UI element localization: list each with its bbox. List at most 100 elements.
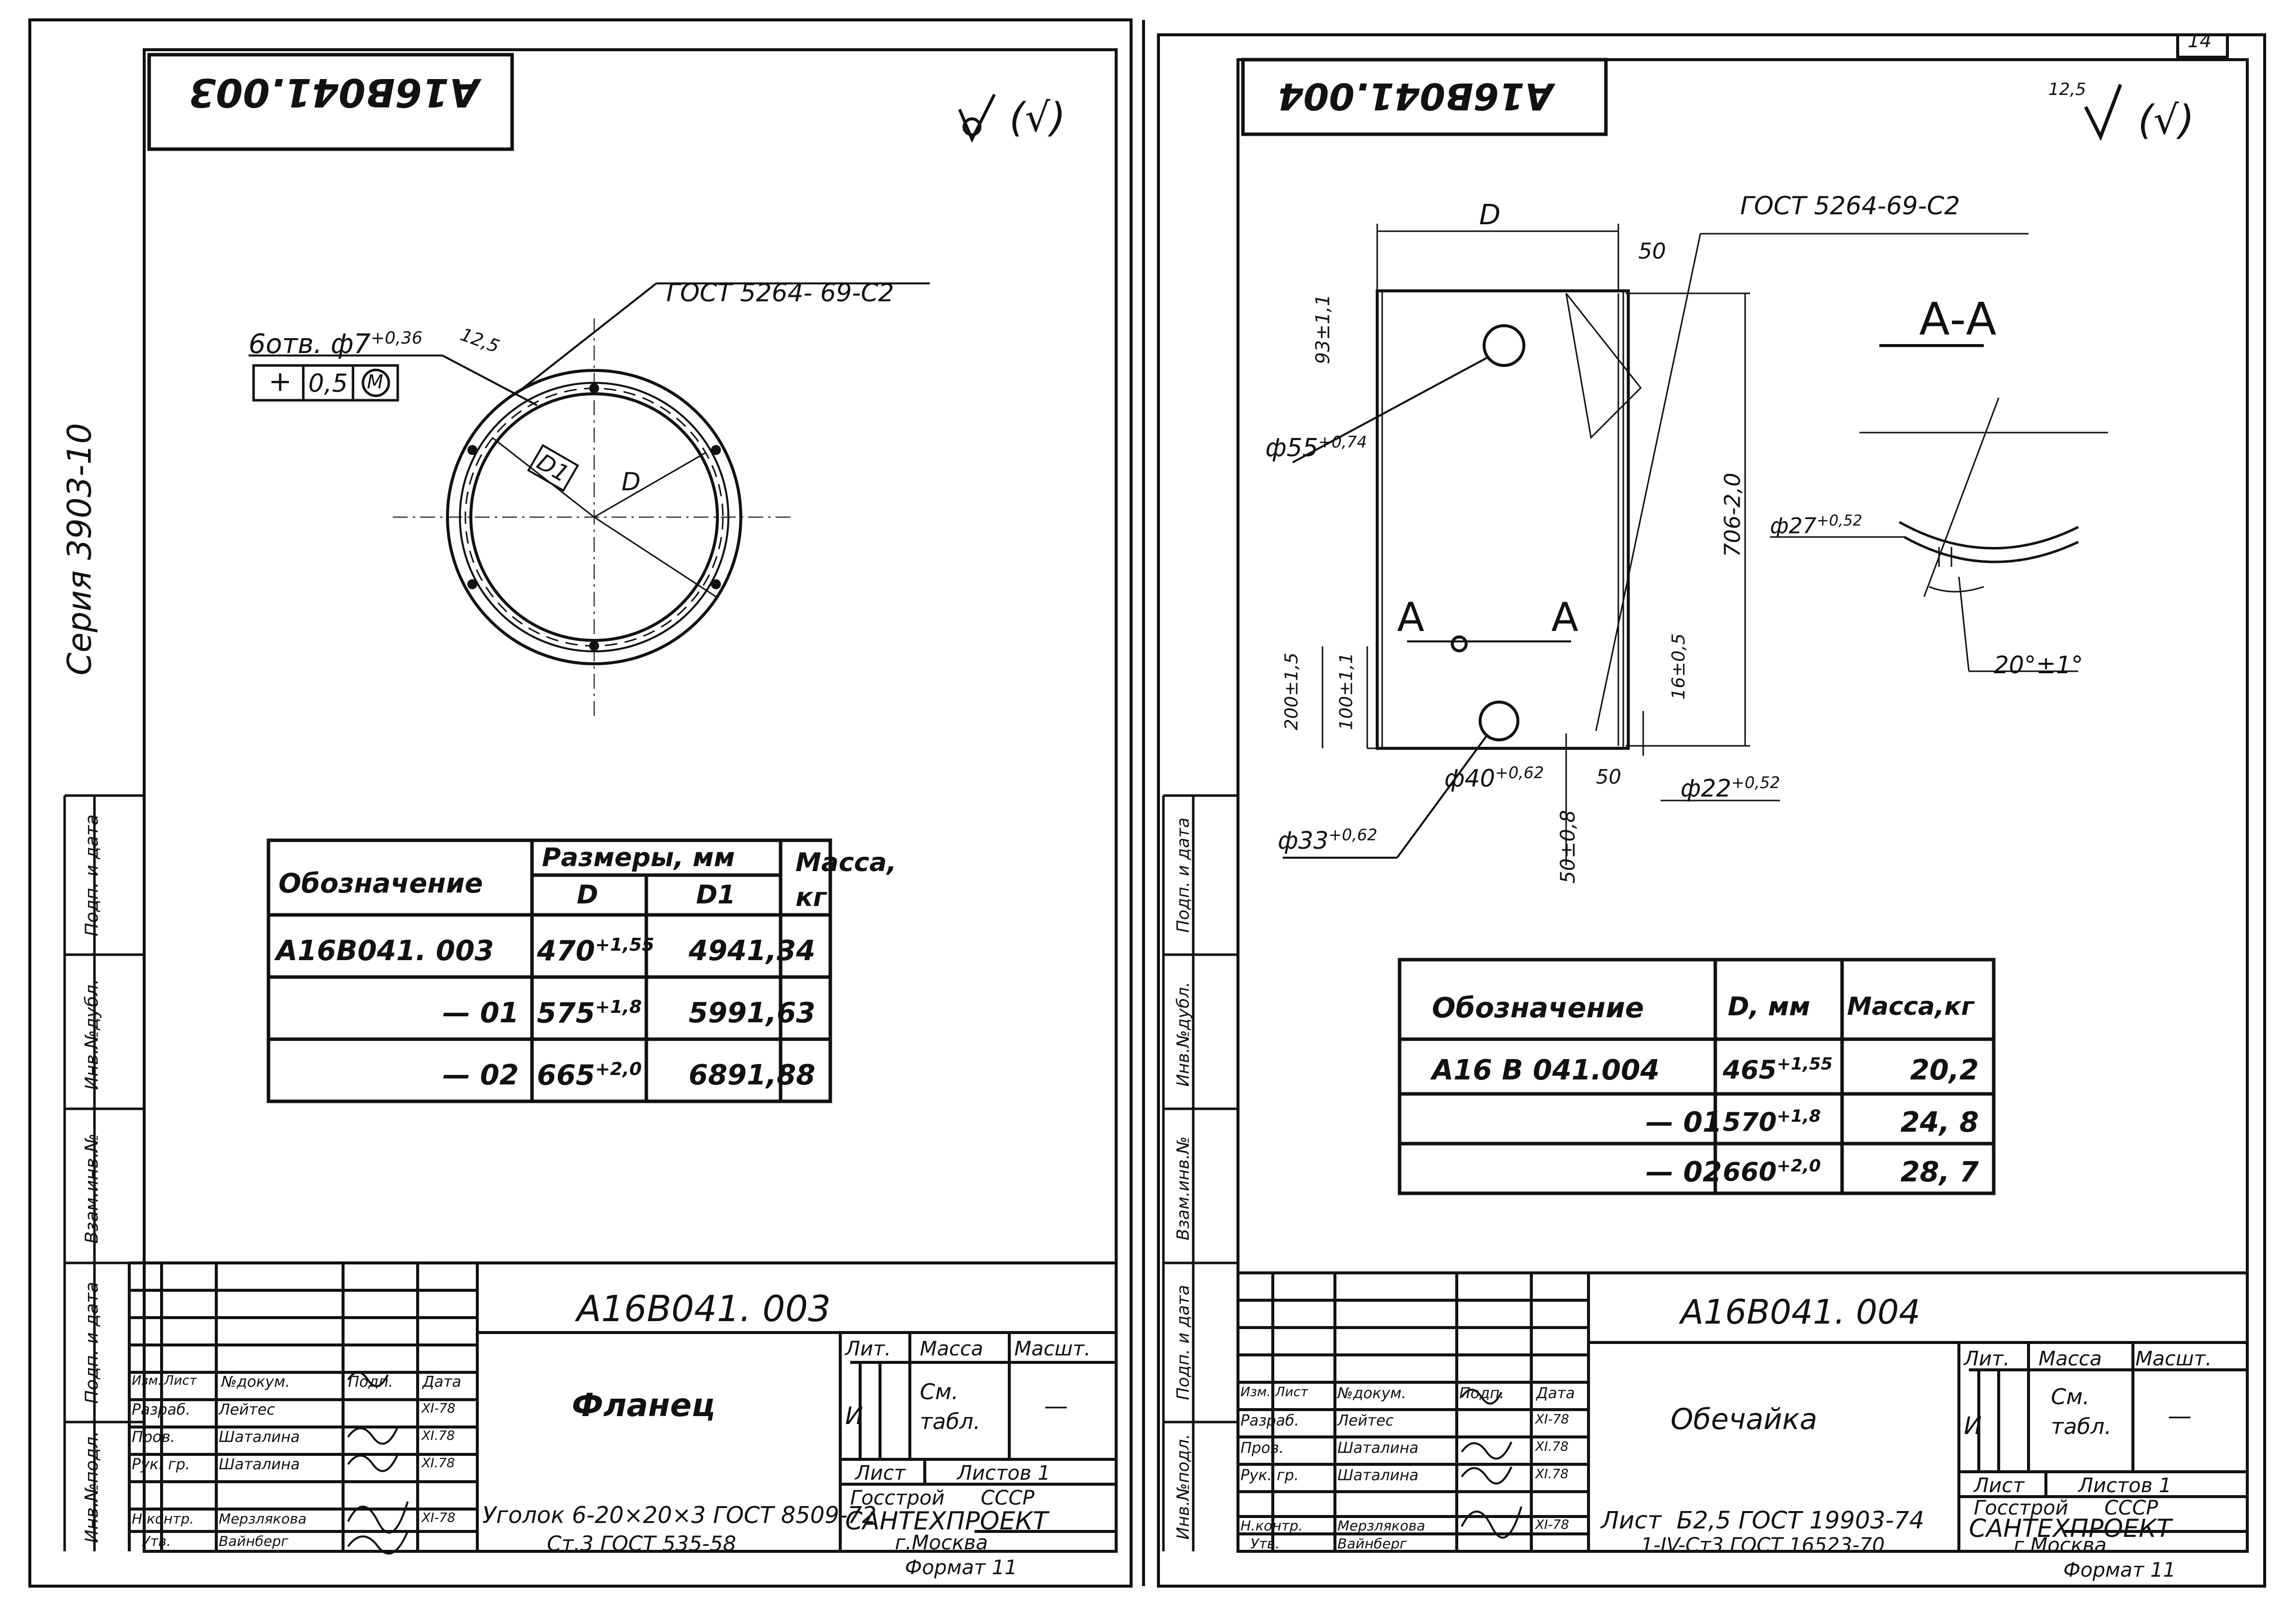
rt-tb-org3: г Москва: [2014, 1534, 2107, 1557]
lt-sign-h3: Подп.: [348, 1373, 393, 1391]
lt-sign-r1-name: Шаталина: [219, 1429, 300, 1446]
shell-hole-55-tol: +0,74: [1318, 433, 1367, 451]
lt-sign-h2: №докум.: [221, 1373, 290, 1391]
shell-section-a-left: А: [1397, 594, 1424, 640]
rt-sign-r1-name: Шаталина: [1337, 1439, 1418, 1457]
rt-sign-r2-role: Рук. гр.: [1240, 1467, 1299, 1484]
lt-sign-r2-name: Шаталина: [219, 1456, 300, 1473]
rt-row-1-designation: — 01: [1646, 1106, 1722, 1139]
signatures: [347, 1371, 1522, 1555]
right-roughness-value: 12,5: [2048, 80, 2086, 99]
side-label-3: Инв.№дубл.: [82, 979, 102, 1090]
tol-value: 0,5: [308, 369, 348, 398]
left-stamp-code: А16В041.003: [189, 70, 479, 114]
shell-hole-55: ф55+0,74: [1265, 433, 1367, 462]
shell-hole-27: ф27+0,52: [1770, 512, 1862, 539]
rt-row-1-d-val: 570: [1723, 1107, 1777, 1138]
lt-tb-org3: г.Москва: [895, 1531, 988, 1554]
lt-sign-r2-role: Рук. гр.: [132, 1456, 190, 1473]
lt-h-d: D: [577, 880, 599, 910]
dim-d: D: [621, 467, 641, 496]
lt-sign-r4-role: Утв.: [142, 1533, 171, 1549]
r-side-label-1: Подп. и дата: [1173, 1285, 1193, 1400]
lt-h-designation: Обозначение: [278, 868, 483, 899]
lt-sign-r3-name: Мерзлякова: [219, 1511, 307, 1527]
rt-sign-r2-date: XI.78: [1535, 1467, 1569, 1482]
rt-sign-r4-name: Вайнберг: [1337, 1535, 1407, 1552]
rt-row-2-d-tol: +2,0: [1776, 1156, 1821, 1176]
lt-sign-r2-date: XI.78: [422, 1456, 455, 1471]
right-title-block-grid: [1236, 1271, 2247, 1551]
lt-sign-r3-date: XI-78: [422, 1511, 455, 1525]
section-a-a: [1770, 344, 2108, 672]
left-title-block-grid: [128, 1261, 1116, 1553]
lt-row-0-d: 470+1,55: [537, 935, 654, 968]
lt-row-1-d1: 599: [689, 997, 747, 1029]
lt-row-0-d1: 494: [689, 935, 747, 967]
rt-sign-r3-date: XI-78: [1535, 1518, 1569, 1532]
right-stamp-code: А16В041.004: [1278, 75, 1553, 117]
shell-hole-33-val: ф33: [1278, 827, 1329, 855]
shell-hole-40-tol: +0,62: [1495, 763, 1544, 782]
rt-row-1-d: 570+1,8: [1723, 1106, 1821, 1137]
shell-dim-50-top: 50: [1638, 239, 1666, 264]
lt-sign-r1-role: Пров.: [132, 1429, 176, 1446]
rt-tb-format: Формат 11: [2063, 1559, 2176, 1582]
holes-text: 6отв. ф7: [249, 328, 371, 359]
rt-h-mass: Масса,кг: [1847, 992, 1974, 1021]
lt-row-2-d1: 689: [689, 1059, 747, 1091]
rt-tb-sheets: Листов 1: [2078, 1474, 2172, 1497]
lt-sign-r0-name: Лейтес: [219, 1401, 275, 1419]
rt-sign-r0-name: Лейтес: [1337, 1412, 1394, 1430]
rt-tb-mass: Масса: [2038, 1347, 2102, 1370]
lt-sign-r0-date: XI-78: [422, 1401, 455, 1416]
rt-row-1-d-tol: +1,8: [1776, 1106, 1821, 1126]
lt-tb-sheets: Листов 1: [957, 1462, 1051, 1485]
holes-tol: +0,36: [370, 328, 423, 348]
rt-tb-name: Обечайка: [1671, 1402, 1818, 1436]
shell-section-a-right: А: [1551, 594, 1579, 640]
lt-sign-r1-date: XI.78: [422, 1429, 455, 1443]
lt-row-2-designation: — 02: [442, 1059, 519, 1091]
rt-row-0-d: 465+1,55: [1723, 1054, 1833, 1085]
rt-tb-org2: САНТЕХПРОЕКТ: [1969, 1514, 2172, 1543]
lt-row-1-mass: 1,63: [746, 997, 815, 1029]
rt-row-2-d-val: 660: [1723, 1157, 1777, 1187]
shell-hole-40: ф40+0,62: [1444, 763, 1544, 793]
lt-tb-name: Фланец: [572, 1387, 715, 1424]
shell-hole-27-val: ф27: [1770, 513, 1817, 539]
side-label-1: Подп. и дата: [82, 1281, 102, 1404]
lt-row-0-designation: А16В041. 003: [276, 935, 494, 967]
page-number: 14: [2188, 30, 2212, 52]
lt-tb-mass-value: См. табл.: [920, 1379, 980, 1434]
lt-tb-org1: Госстрой СССР: [850, 1487, 1035, 1510]
shell-hole-22: ф22+0,52: [1680, 773, 1780, 803]
right-table-grid: [1398, 958, 1996, 1195]
r-side-label-4: Подп. и дата: [1173, 817, 1193, 933]
rt-tb-scale: Масшт.: [2135, 1347, 2212, 1370]
lt-h-mass: Масса, кг: [795, 848, 897, 912]
side-label-2: Взам.инв.№: [82, 1133, 102, 1244]
rt-tb-material1: Лист Б2,5 ГОСТ 19903-74: [1601, 1507, 1925, 1534]
rt-sign-r3-name: Мерзлякова: [1337, 1518, 1425, 1534]
shell-hole-33-tol: +0,62: [1328, 825, 1378, 844]
lt-sign-h0: Изм.: [132, 1373, 163, 1388]
lt-row-1-designation: — 01: [442, 997, 519, 1029]
shell-hole-33: ф33+0,62: [1278, 825, 1377, 855]
shell-hole-55-val: ф55: [1265, 433, 1319, 462]
lt-row-0-mass: 1,34: [746, 935, 815, 967]
r-side-label-3: Инв.№дубл.: [1173, 982, 1193, 1087]
weld-note-left: ГОСТ 5264- 69-С2: [666, 278, 894, 307]
series-label: Серия 3903-10: [60, 423, 99, 676]
lt-tb-mass: Масса: [920, 1338, 983, 1360]
rt-tb-scale-value: —: [2168, 1402, 2192, 1430]
rt-tb-org1: Госстрой СССР: [1974, 1497, 2158, 1520]
lt-row-0-d-val: 470: [537, 935, 595, 968]
lt-sign-r4-name: Вайнберг: [219, 1533, 288, 1549]
shell-weld-note: ГОСТ 5264-69-С2: [1740, 191, 1960, 220]
shell-dim-200: 200±1,5: [1281, 652, 1302, 730]
rt-sign-h3: Подп.: [1459, 1385, 1504, 1402]
lt-tb-material1: Уголок 6-20×20×3 ГОСТ 8509-72: [482, 1502, 877, 1528]
rt-tb-lit-value: И: [1964, 1412, 1982, 1440]
lt-tb-org2: САНТЕХПРОЕКТ: [845, 1507, 1048, 1535]
